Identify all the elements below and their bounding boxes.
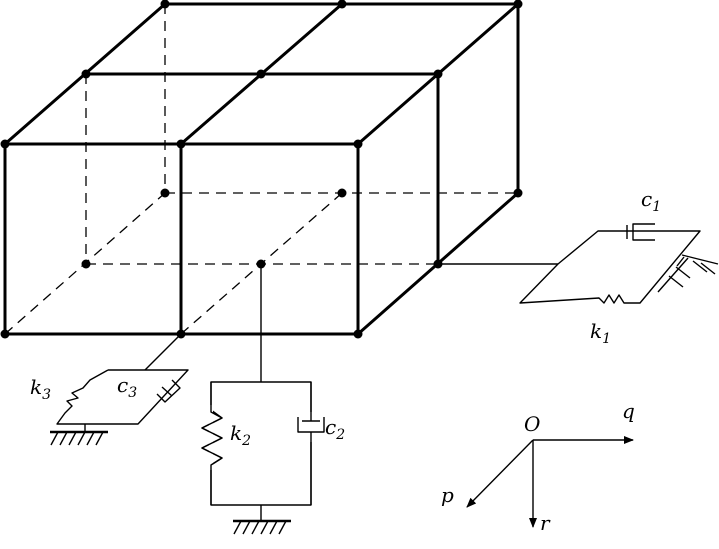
label-axis-p: p	[441, 483, 454, 507]
label-c3: c3	[117, 373, 137, 401]
damper-c3-symbol	[156, 379, 181, 403]
label-axis-r: r	[540, 511, 551, 535]
axis-p-arrow	[466, 439, 534, 508]
ground-k3	[50, 430, 108, 446]
joint-nodes	[0, 0, 523, 339]
label-k2: k2	[230, 421, 251, 449]
label-axis-q: q	[622, 399, 635, 423]
support-k3-c3: k3 c3	[30, 333, 189, 446]
label-origin: O	[524, 412, 540, 436]
damper-c2-symbol	[297, 382, 325, 505]
label-c2: c2	[325, 415, 345, 443]
damper-c1-symbol	[626, 223, 655, 241]
support-k2-c2: k2 c2	[201, 264, 345, 535]
frame-edges	[3, 2, 520, 336]
label-k1: k1	[590, 319, 611, 347]
support-k1-c1: c1 k1	[438, 187, 719, 347]
spring-k2-symbol	[201, 382, 223, 505]
ground-k1	[657, 254, 719, 293]
label-c1: c1	[641, 187, 661, 215]
coordinate-axes: O q p r	[441, 399, 635, 535]
ground-k2	[233, 519, 291, 535]
label-k3: k3	[30, 375, 51, 403]
